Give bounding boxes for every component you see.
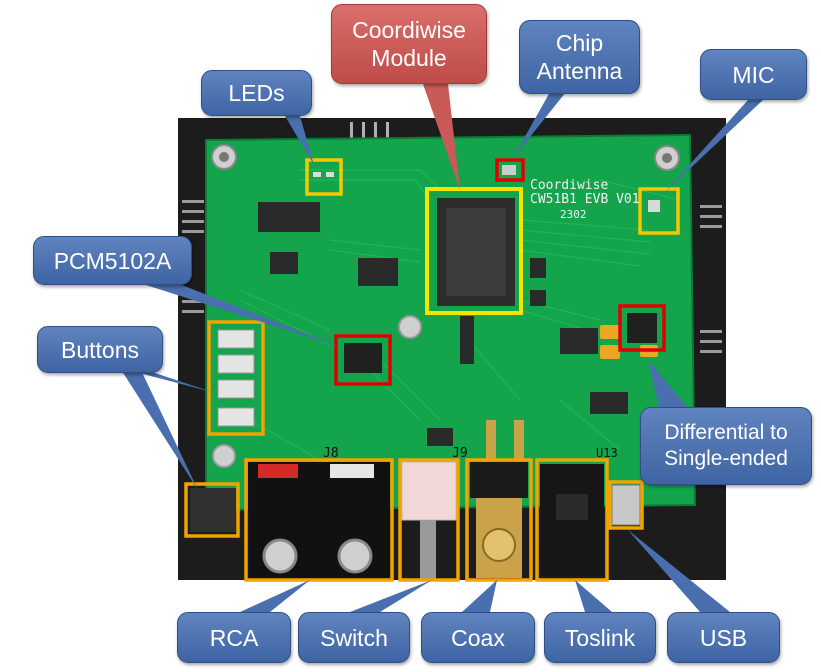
callout-switch: Switch <box>298 612 410 663</box>
rca-connector-part <box>248 462 390 580</box>
board-brand: Coordiwise <box>530 178 609 193</box>
rca-highlight <box>244 458 394 582</box>
diff-pointer <box>648 360 690 410</box>
led-parts <box>313 172 334 177</box>
mic-highlight <box>638 187 680 235</box>
callout-rca: RCA <box>177 612 291 663</box>
label-j8: J8 <box>323 446 339 461</box>
mounting-holes <box>211 144 680 468</box>
coax-connector-part <box>470 420 528 578</box>
callout-pcm5102a: PCM5102A <box>33 236 192 285</box>
usb-highlight <box>608 480 644 530</box>
coax-highlight <box>465 458 533 582</box>
toslink-pointer <box>575 580 612 612</box>
coax-pointer <box>462 580 497 612</box>
pin-header-block-middle <box>270 252 398 286</box>
right-header-pins <box>700 205 722 353</box>
buttons-pointer-2 <box>120 368 198 490</box>
switch-pointer <box>350 580 432 612</box>
toslink-connector-part <box>540 464 604 576</box>
callout-coordiwise-module: Coordiwise Module <box>331 4 487 84</box>
usb-connector-part <box>611 484 641 526</box>
callout-usb: USB <box>667 612 780 663</box>
push-buttons <box>217 329 255 427</box>
antenna-pointer <box>513 92 566 158</box>
pcm-pointer <box>146 278 343 348</box>
mic-pointer <box>665 100 763 192</box>
switch-highlight <box>398 458 460 582</box>
callout-differential: Differential to Single-ended <box>640 407 812 485</box>
callout-mic: MIC <box>700 49 807 100</box>
board-date: 2302 <box>560 208 587 221</box>
callout-buttons: Buttons <box>37 326 163 373</box>
switch-part <box>401 461 457 580</box>
antenna-highlight <box>495 158 525 182</box>
module-highlight <box>425 187 523 315</box>
buttons-highlight <box>207 320 265 436</box>
callout-coax: Coax <box>421 612 535 663</box>
power-switch-part <box>190 488 236 532</box>
pcm5102a-chip <box>344 343 382 373</box>
opamp-chip <box>627 313 657 343</box>
toslink-highlight <box>535 458 609 582</box>
pin-header-block-top-left <box>258 202 320 232</box>
leds-pointer <box>285 116 314 165</box>
label-j9: J9 <box>452 446 468 461</box>
leds-highlight <box>305 158 343 196</box>
top-header-pins <box>350 122 389 138</box>
callout-chip-antenna: Chip Antenna <box>519 20 640 94</box>
chip-antenna-part <box>502 165 516 175</box>
highlight-boxes <box>184 158 680 582</box>
mic-part <box>648 200 660 212</box>
label-u13: U13 <box>596 446 618 460</box>
power-switch-highlight <box>184 482 240 538</box>
callout-pointers <box>120 92 763 612</box>
module-pointer <box>423 84 460 190</box>
pcm5102a-highlight <box>334 334 392 386</box>
buttons-pointer-1 <box>120 368 212 392</box>
board-model: CW51B1 EVB V01 <box>530 192 640 207</box>
callout-leds: LEDs <box>201 70 312 116</box>
left-header-pins <box>182 200 204 313</box>
diff-highlight <box>618 304 666 352</box>
pin-header-block-right <box>427 258 628 446</box>
usb-pointer <box>628 530 730 612</box>
module-body <box>446 208 506 296</box>
callout-toslink: Toslink <box>544 612 656 663</box>
rca-pointer <box>240 580 310 612</box>
